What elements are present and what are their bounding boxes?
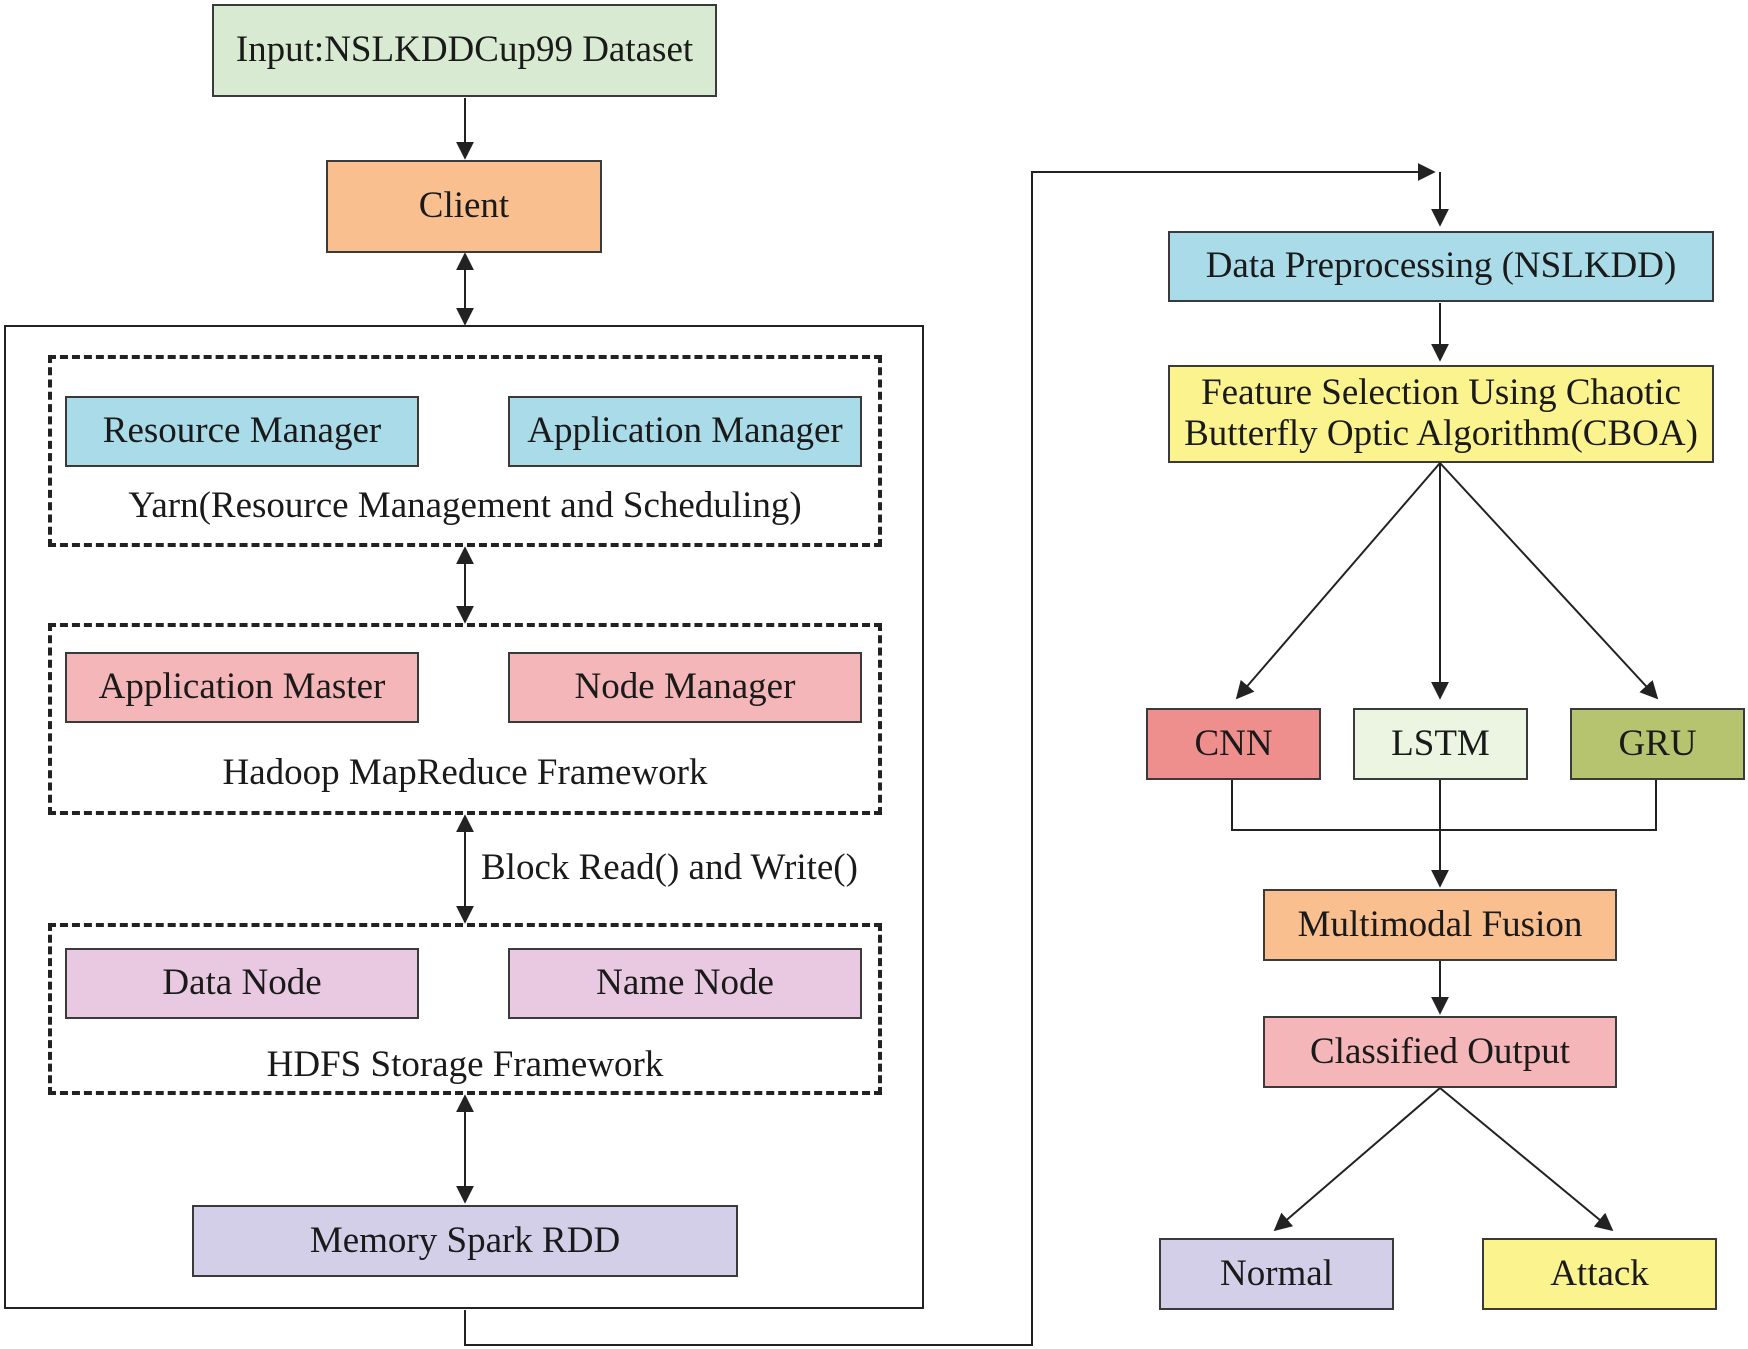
input-dataset-label: Input:NSLKDDCup99 Dataset [235,29,694,71]
resource-manager-box: Resource Manager [65,396,419,467]
spark-rdd-label: Memory Spark RDD [309,1219,621,1261]
cluster-frame [4,325,924,1309]
application-master-label: Application Master [98,666,386,708]
multimodal-fusion-label: Multimodal Fusion [1297,903,1583,945]
resource-manager-label: Resource Manager [102,410,382,452]
arrow-classified-attack [1439,1087,1614,1232]
data-node-label: Data Node [162,962,322,1004]
classified-output-box: Classified Output [1263,1016,1617,1088]
client-label: Client [418,185,510,227]
classified-output-label: Classified Output [1309,1030,1570,1072]
attack-label: Attack [1550,1252,1649,1294]
node-manager-box: Node Manager [508,652,862,723]
feature-selection-box: Feature Selection Using Chaotic Butterfl… [1168,365,1714,463]
node-manager-label: Node Manager [574,666,796,708]
attack-box: Attack [1482,1238,1717,1310]
feature-selection-line2: Butterfly Optic Algorithm(CBOA) [1184,413,1698,454]
application-master-box: Application Master [65,652,419,723]
arrow-feature-gru [1439,462,1659,700]
spark-rdd-box: Memory Spark RDD [192,1205,738,1277]
yarn-caption: Yarn(Resource Management and Scheduling) [128,485,802,526]
application-manager-label: Application Manager [527,410,843,452]
normal-box: Normal [1159,1238,1394,1310]
lstm-box: LSTM [1353,708,1528,780]
yarn-group [48,355,882,547]
data-node-box: Data Node [65,948,419,1019]
arrow-feature-cnn [1235,462,1441,700]
arrow-classified-normal [1273,1087,1441,1232]
input-dataset-box: Input:NSLKDDCup99 Dataset [212,4,717,97]
name-node-box: Name Node [508,948,862,1019]
hdfs-group [48,923,882,1095]
application-manager-box: Application Manager [508,396,862,467]
connector-models-join [1231,780,1657,831]
normal-label: Normal [1219,1252,1334,1294]
feature-selection-line1: Feature Selection Using Chaotic [1201,372,1681,414]
gru-box: GRU [1570,708,1745,780]
multimodal-fusion-box: Multimodal Fusion [1263,889,1617,961]
hadoop-caption: Hadoop MapReduce Framework [222,752,708,793]
arrow-frame-to-preprocessing [464,163,1436,1346]
client-box: Client [326,160,602,253]
gru-label: GRU [1618,722,1697,764]
block-rw-caption: Block Read() and Write() [481,847,858,888]
preprocessing-box: Data Preprocessing (NSLKDD) [1168,231,1714,302]
lstm-label: LSTM [1391,722,1490,764]
preprocessing-label: Data Preprocessing (NSLKDD) [1205,245,1677,287]
cnn-box: CNN [1146,708,1321,780]
hdfs-caption: HDFS Storage Framework [266,1044,664,1085]
hadoop-group [48,623,882,815]
name-node-label: Name Node [596,962,774,1004]
cnn-label: CNN [1194,722,1273,764]
